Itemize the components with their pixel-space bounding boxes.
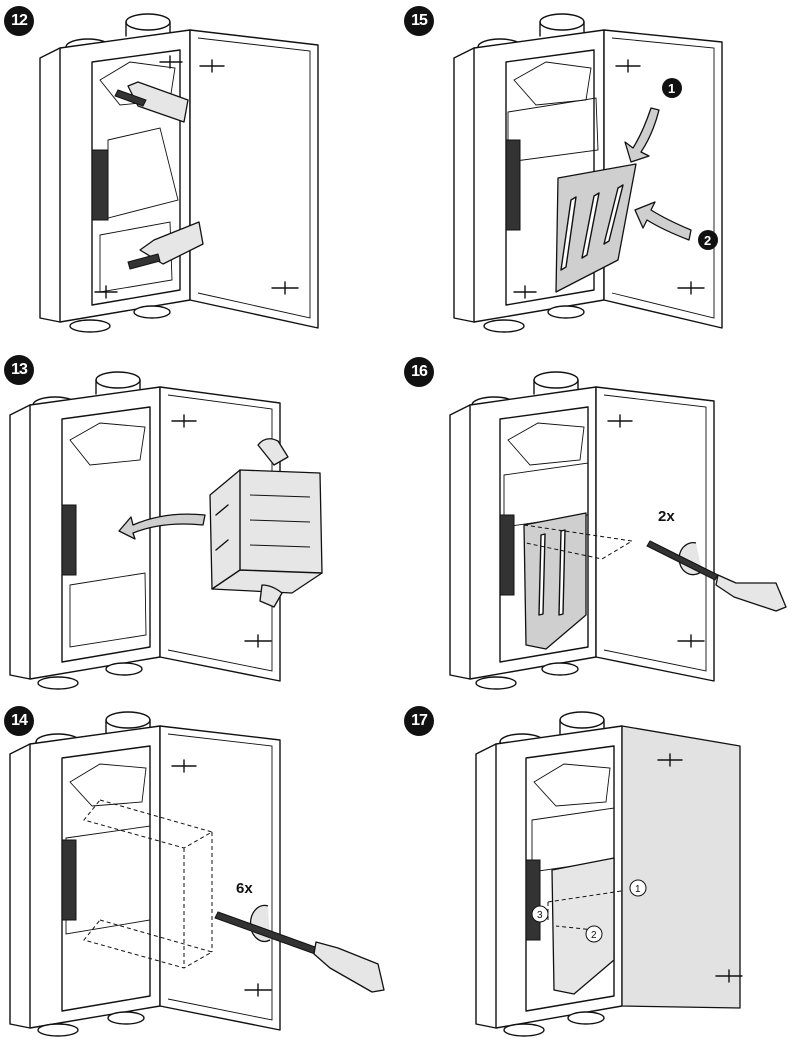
marker-1: 1 bbox=[635, 884, 641, 895]
step-number-badge: 17 bbox=[404, 706, 434, 736]
unit-open-door-illustration bbox=[39, 13, 319, 333]
insert-arrow-icon bbox=[624, 107, 660, 163]
marker-1: 1 bbox=[668, 81, 675, 96]
multiplier-label: 2x bbox=[658, 508, 675, 525]
step-number-badge: 15 bbox=[404, 6, 434, 36]
filter-insert-illustration: 1 2 bbox=[453, 13, 723, 333]
step-16-panel: 16 2x bbox=[396, 345, 793, 690]
screws-removal-illustration: 6x bbox=[9, 711, 385, 1037]
screwdriver-icon bbox=[646, 540, 719, 581]
filter-fasten-illustration: 2x bbox=[449, 371, 787, 690]
marker-3: 3 bbox=[537, 910, 543, 921]
heat-exchanger-removal-illustration bbox=[9, 371, 323, 690]
step-13-panel: 13 bbox=[0, 345, 396, 690]
multiplier-label: 6x bbox=[236, 880, 253, 897]
step-17-panel: 17 1 2 3 bbox=[396, 690, 793, 1040]
step-15-panel: 15 1 2 bbox=[396, 0, 793, 345]
step-number-badge: 14 bbox=[4, 706, 34, 736]
step-number-badge: 12 bbox=[4, 6, 34, 36]
step-12-panel: 12 bbox=[0, 0, 396, 345]
step-14-panel: 14 6x bbox=[0, 690, 396, 1040]
marker-2: 2 bbox=[591, 930, 597, 941]
step-number-badge: 13 bbox=[4, 355, 34, 385]
hand-icon bbox=[715, 574, 787, 612]
heat-exchanger-icon bbox=[209, 469, 323, 594]
marker-2: 2 bbox=[704, 233, 711, 248]
door-closed-illustration: 1 2 3 bbox=[475, 711, 743, 1037]
step-number-badge: 16 bbox=[404, 357, 434, 387]
